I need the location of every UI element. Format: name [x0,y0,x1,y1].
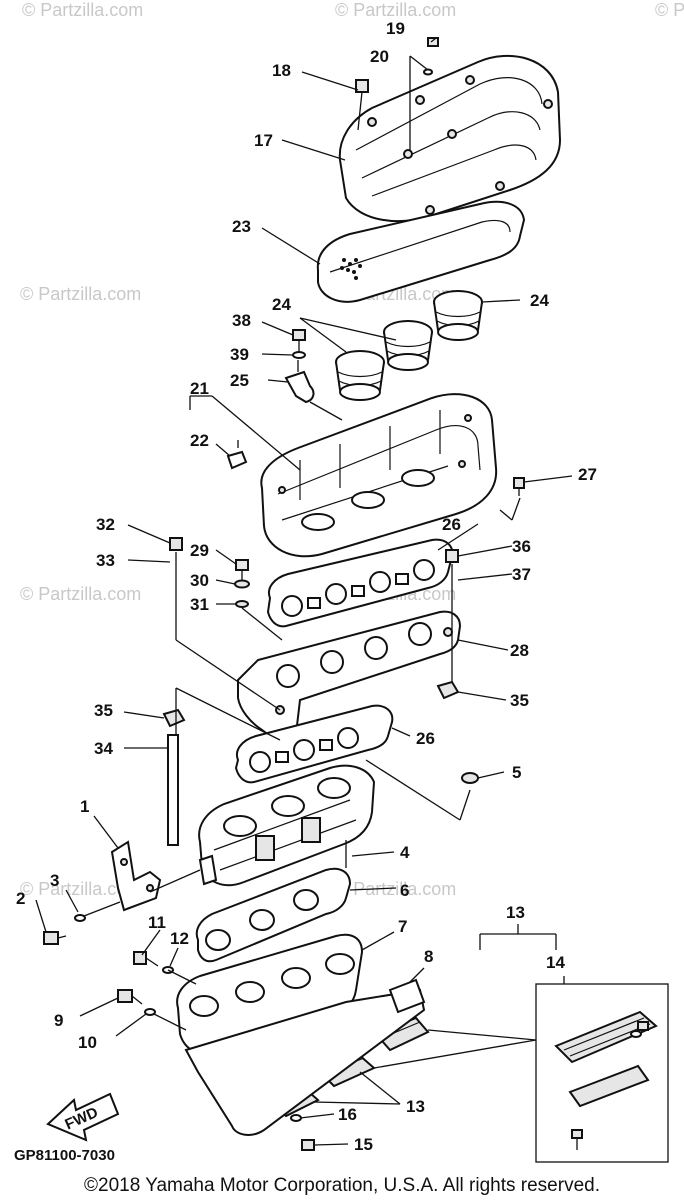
callout-13-a: 13 [506,903,525,922]
watermark: © Partzilla.com [20,284,141,304]
part-32-nut [169,537,183,551]
part-24-boots [335,290,483,401]
part-16-washer [290,1114,302,1122]
carburetor-assembly [198,764,376,887]
part-25-bracket [284,370,315,404]
part-36-nut [445,549,459,563]
part-14-detail-box [535,983,669,1163]
part-28-adapter-plate [237,610,462,745]
part-35-nut-right [436,680,460,700]
part-3-washer [74,914,86,922]
callout-34: 34 [94,739,113,758]
callout-25: 25 [230,371,249,390]
callout-17: 17 [254,131,273,150]
callout-32: 32 [96,515,115,534]
part-2-bolt [43,931,67,945]
callout-21: 21 [190,379,209,398]
part-11-bolt [133,951,159,967]
callout-35-b: 35 [510,691,529,710]
callout-24-a: 24 [272,295,291,314]
watermark: © Partzilla.com [22,0,143,20]
watermark: © Partzilla.com [20,584,141,604]
diagram-code: GP81100-7030 [14,1147,115,1164]
part-8-spacer [388,978,426,1014]
part-22-fitting [226,440,248,470]
callout-26-b: 26 [416,729,435,748]
fwd-arrow: FWD [46,1092,120,1142]
part-15-screw [301,1139,315,1151]
callout-8: 8 [424,947,433,966]
alignment-lines [83,360,521,1031]
part-29-bolt [235,559,249,580]
part-30-washer [234,579,250,589]
part-18-bolt [355,79,369,131]
part-27-bolt [513,477,525,496]
callout-1: 1 [80,797,89,816]
callout-36: 36 [512,537,531,556]
part-31-washer [235,600,249,608]
part-7-intake-manifold [176,933,364,1054]
callout-13-b: 13 [406,1097,425,1116]
callout-11: 11 [148,913,166,932]
callout-7: 7 [398,917,407,936]
callout-33: 33 [96,551,115,570]
callout-6: 6 [400,881,409,900]
leader-lines [35,37,573,1146]
callout-14: 14 [546,953,565,972]
watermark: © Partzilla.com [335,879,456,899]
callout-31: 31 [190,595,209,614]
callout-10: 10 [78,1033,97,1052]
watermark: © Partzilla.com [335,0,456,20]
part-35-nut-left [162,708,186,728]
callout-35-a: 35 [94,701,113,720]
part-17-top-cover [338,54,562,223]
callout-29: 29 [190,541,209,560]
callout-22: 22 [190,431,209,450]
part-20-washer [423,68,433,76]
callout-39: 39 [230,345,249,364]
callout-26-a: 26 [442,515,461,534]
part-1-bracket [110,840,162,912]
callout-3: 3 [50,871,59,890]
callout-2: 2 [16,889,25,908]
part-26-gasket-lower [234,704,394,784]
callout-18: 18 [272,61,291,80]
callout-28: 28 [510,641,529,660]
part-6-gasket [195,867,352,963]
callout-labels: 19 20 18 17 23 24 24 38 39 25 21 22 27 2… [16,19,597,1154]
callout-5: 5 [512,763,521,782]
callout-16: 16 [338,1105,357,1124]
callout-30: 30 [190,571,209,590]
part-19-screw [427,37,439,47]
watermark: © Partzilla.com [655,0,684,20]
callout-12: 12 [170,929,189,948]
callout-23: 23 [232,217,251,236]
callout-27: 27 [578,465,597,484]
part-26-gasket-upper [266,538,454,628]
watermark: © Partzilla.com [20,879,141,899]
callout-9: 9 [54,1011,63,1030]
callout-38: 38 [232,311,251,330]
callout-4: 4 [400,843,410,862]
copyright-notice: ©2018 Yamaha Motor Corporation, U.S.A. A… [84,1175,600,1196]
callout-19: 19 [386,19,405,38]
part-10-washer [144,1008,156,1016]
part-38-bolt [292,329,306,352]
part-9-bolt [117,989,143,1005]
callout-15: 15 [354,1135,373,1154]
callout-37: 37 [512,565,531,584]
callout-20: 20 [370,47,389,66]
part-5-plug [461,772,479,784]
part-39-washer [292,351,306,359]
callout-24-b: 24 [530,291,549,310]
part-21-intake-box [260,393,498,558]
part-34-long-stud [167,734,179,846]
part-23-plate [316,200,526,303]
